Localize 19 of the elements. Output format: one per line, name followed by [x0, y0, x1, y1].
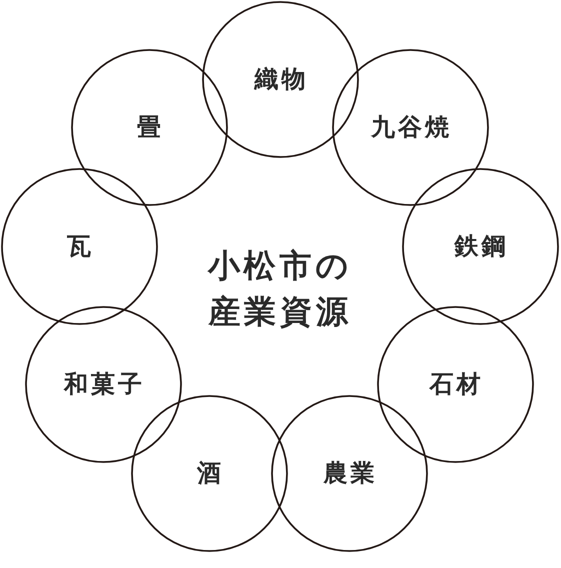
circle-label: 瓦: [66, 234, 94, 258]
circle-label: 石材: [430, 372, 484, 396]
category-circle: [0, 168, 158, 324]
circle-label: 酒: [196, 461, 224, 485]
category-circle: [402, 168, 558, 324]
category-circle: [24, 306, 182, 462]
circle-label: 織物: [254, 67, 308, 91]
circle-label: 和菓子: [64, 372, 145, 396]
circle-label: 九谷焼: [371, 115, 452, 139]
category-circle: [130, 394, 288, 552]
category-circle: [332, 48, 488, 206]
circle-label: 畳: [136, 115, 164, 139]
category-circle: [202, 0, 358, 158]
circle-label: 鉄鋼: [454, 234, 508, 258]
category-circle: [70, 48, 228, 206]
category-circle: [270, 394, 428, 552]
center-title: 小松市の産業資源: [206, 246, 354, 333]
category-circle: [376, 306, 534, 462]
circle-label: 農業: [324, 461, 378, 485]
